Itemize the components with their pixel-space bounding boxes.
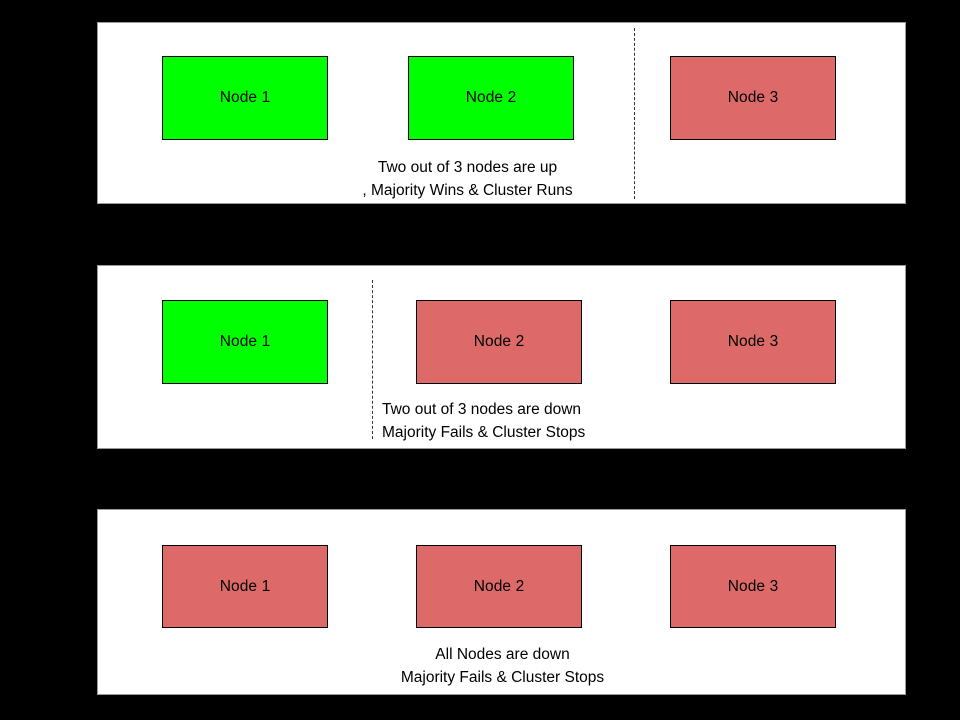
scenario-panel-3: Node 1 Node 2 Node 3 All Nodes are down …	[97, 509, 906, 695]
scenario-caption-3: All Nodes are down Majority Fails & Clus…	[98, 643, 907, 689]
scenario-caption-1: Two out of 3 nodes are up , Majority Win…	[98, 156, 837, 202]
node-label: Node 1	[219, 333, 271, 350]
caption-line-1: Two out of 3 nodes are down	[382, 401, 582, 418]
quorum-divider-2	[372, 280, 373, 439]
node-box-1-1: Node 1	[162, 56, 328, 140]
node-box-3-1: Node 1	[162, 545, 328, 628]
caption-line-2: Majority Fails & Cluster Stops	[400, 669, 605, 686]
node-box-1-3: Node 3	[670, 56, 836, 140]
node-box-3-3: Node 3	[670, 545, 836, 628]
scenario-panel-2: Node 1 Node 2 Node 3 Two out of 3 nodes …	[97, 265, 906, 449]
caption-line-2: Majority Fails & Cluster Stops	[382, 424, 586, 441]
quorum-divider-1	[634, 28, 635, 199]
scenario-panel-1: Node 1 Node 2 Node 3 Two out of 3 nodes …	[97, 22, 906, 204]
node-label: Node 3	[727, 333, 779, 350]
node-label: Node 1	[219, 89, 271, 106]
caption-line-2: , Majority Wins & Cluster Runs	[362, 182, 573, 199]
node-box-1-2: Node 2	[408, 56, 574, 140]
caption-line-1: Two out of 3 nodes are up	[377, 159, 558, 176]
node-label: Node 2	[465, 89, 517, 106]
node-label: Node 3	[727, 89, 779, 106]
node-label: Node 2	[473, 577, 525, 595]
node-label: Node 2	[473, 333, 525, 350]
node-box-2-3: Node 3	[670, 300, 836, 384]
scenario-caption-2: Two out of 3 nodes are down Majority Fai…	[382, 398, 822, 444]
node-box-2-2: Node 2	[416, 300, 582, 384]
node-box-2-1: Node 1	[162, 300, 328, 384]
node-box-3-2: Node 2	[416, 545, 582, 628]
caption-line-1: All Nodes are down	[435, 646, 570, 663]
node-label: Node 1	[219, 577, 271, 595]
node-label: Node 3	[727, 577, 779, 595]
